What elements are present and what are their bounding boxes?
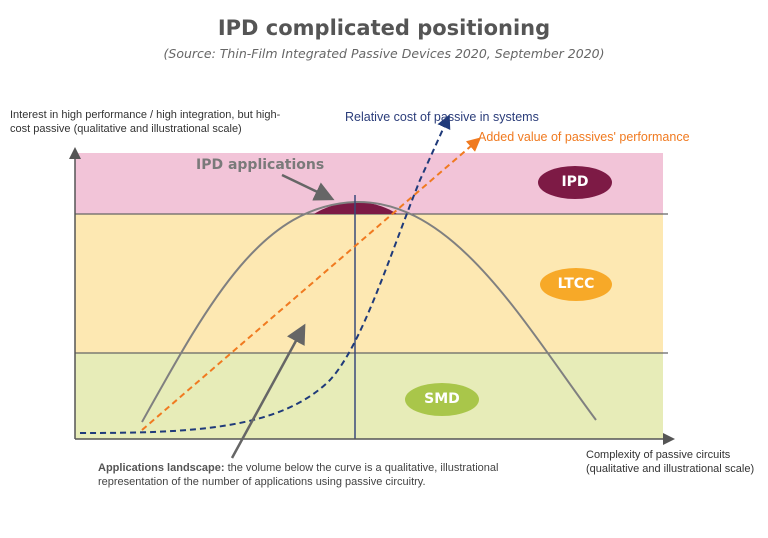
- note-bold: Applications landscape:: [98, 462, 225, 474]
- ipd-badge: IPD: [538, 166, 612, 199]
- added-value-line: [141, 137, 482, 431]
- y-axis-label: Interest in high performance / high inte…: [10, 109, 281, 135]
- x-axis-label: Complexity of passive circuits (qualitat…: [586, 449, 755, 475]
- smd-badge: SMD: [405, 383, 479, 416]
- applications-landscape-pointer: [230, 323, 306, 459]
- applications-landscape-note: Applications landscape: the volume below…: [98, 461, 568, 489]
- relative-cost-label: Relative cost of passive in systems: [345, 110, 539, 124]
- relative-cost-curve: [79, 114, 451, 434]
- ipd-applications-label: IPD applications: [196, 157, 325, 173]
- note-text: the volume below the curve is a qualitat…: [98, 462, 499, 488]
- band-smd: [75, 353, 663, 439]
- added-value-label: Added value of passives' performance: [478, 130, 690, 144]
- ltcc-badge: LTCC: [540, 268, 612, 301]
- ipd-applications-pointer: [281, 173, 335, 201]
- applications-curve: [141, 200, 597, 423]
- page-subtitle: (Source: Thin-Film Integrated Passive De…: [163, 46, 605, 61]
- page-title: IPD complicated positioning: [217, 16, 551, 40]
